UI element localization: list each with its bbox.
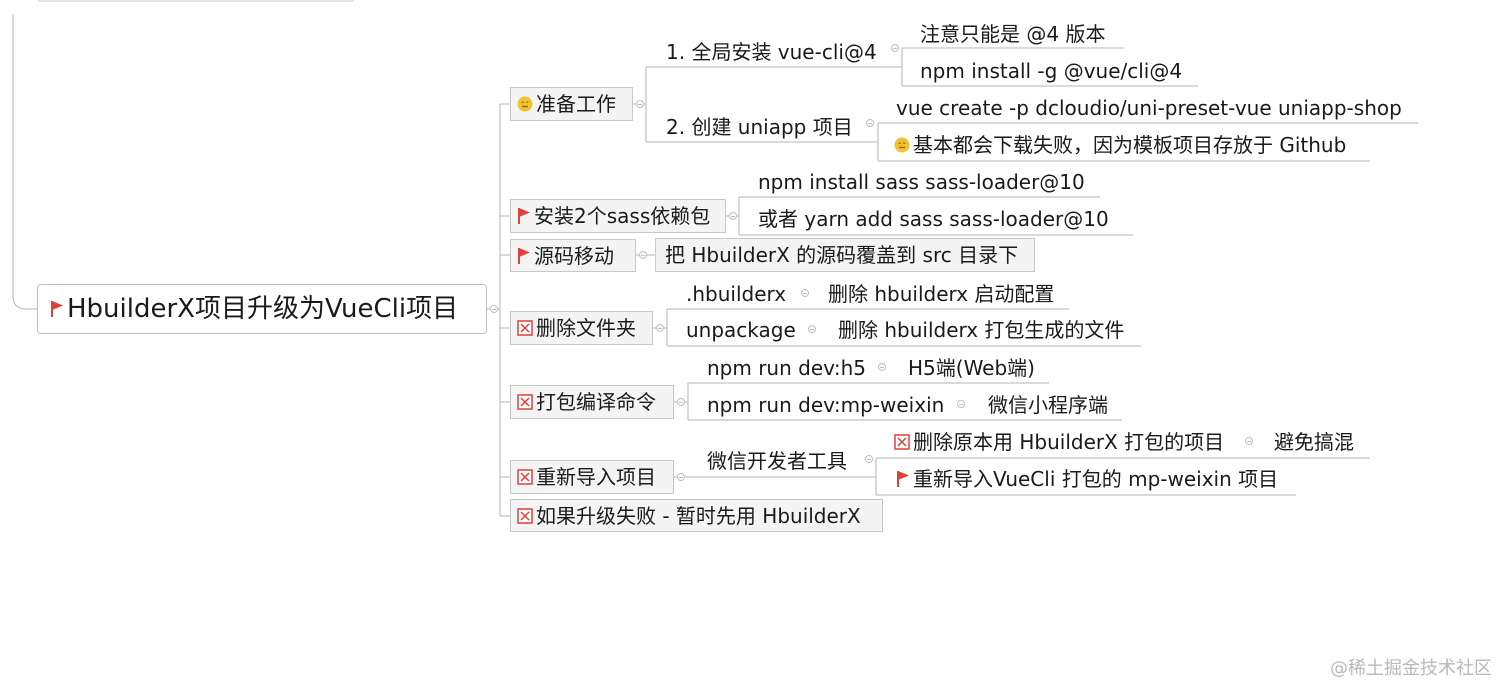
subtopic[interactable]: 1. 全局安装 vue-cli@4 [662, 38, 881, 66]
subtopic-label: 删除原本用 HbuilderX 打包的项目 [913, 430, 1225, 454]
collapse-toggle[interactable] [677, 473, 685, 481]
subtopic-label: 注意只能是 @4 版本 [920, 22, 1106, 46]
topic-fallback[interactable]: 如果升级失败 - 暂时先用 HbuilderX [510, 499, 883, 532]
collapse-toggle[interactable] [801, 289, 809, 297]
collapse-toggle[interactable] [729, 212, 737, 220]
subtopic-label: npm install sass sass-loader@10 [758, 170, 1085, 194]
collapse-toggle[interactable] [639, 251, 647, 259]
subtopic[interactable]: 删除原本用 HbuilderX 打包的项目 [890, 428, 1228, 456]
collapse-toggle[interactable] [1245, 437, 1253, 445]
subtopic-label: 2. 创建 uniapp 项目 [666, 115, 853, 139]
topic-build-commands[interactable]: 打包编译命令 [510, 385, 674, 419]
topic-label: 重新导入项目 [536, 465, 656, 489]
subtopic-label: unpackage [686, 318, 796, 342]
subtopic-label: 删除 hbuilderx 启动配置 [828, 282, 1055, 306]
cross-box-icon [517, 507, 533, 524]
topic-label: 打包编译命令 [536, 390, 656, 414]
subtopic[interactable]: 避免搞混 [1270, 428, 1358, 456]
subtopic[interactable]: npm run dev:mp-weixin [703, 391, 948, 419]
subtopic-label: npm run dev:h5 [707, 356, 867, 380]
flag-icon [897, 471, 909, 487]
subtopic-label: 基本都会下载失败，因为模板项目存放于 Github [913, 133, 1347, 157]
subtopic-label: 微信开发者工具 [707, 449, 847, 473]
topic-label: 源码移动 [534, 243, 614, 268]
topic-delete-folders[interactable]: 删除文件夹 [510, 311, 653, 345]
watermark: @稀土掘金技术社区 [1330, 658, 1492, 679]
collapse-toggle[interactable] [808, 325, 816, 333]
subtopic[interactable]: 删除 hbuilderx 启动配置 [824, 280, 1058, 308]
subtopic-label: H5端(Web端) [908, 356, 1035, 380]
cross-box-icon [517, 469, 533, 485]
subtopic[interactable]: 删除 hbuilderx 打包生成的文件 [834, 316, 1128, 344]
smiley-face-icon [517, 96, 533, 112]
subtopic-label: vue create -p dcloudio/uni-preset-vue un… [896, 96, 1402, 120]
topic-prep[interactable]: 准备工作 [510, 87, 633, 121]
subtopic[interactable]: 或者 yarn add sass sass-loader@10 [754, 205, 1113, 233]
topic-reimport[interactable]: 重新导入项目 [510, 460, 674, 494]
subtopic-label: 删除 hbuilderx 打包生成的文件 [838, 318, 1125, 342]
collapse-toggle[interactable] [656, 324, 664, 332]
subtopic[interactable]: 微信开发者工具 [703, 447, 851, 475]
subtopic-label: npm run dev:mp-weixin [707, 393, 945, 417]
subtopic[interactable]: npm run dev:h5 [703, 354, 870, 382]
cross-box-icon [517, 320, 533, 336]
flag-icon [518, 208, 530, 224]
cross-box-icon [894, 434, 910, 450]
flag-icon [51, 301, 63, 317]
subtopic-label: .hbuilderx [686, 282, 787, 306]
subtopic[interactable]: npm install sass sass-loader@10 [754, 168, 1089, 196]
topic-label: 安装2个sass依赖包 [534, 204, 711, 228]
subtopic[interactable]: 注意只能是 @4 版本 [916, 20, 1109, 48]
subtopic-label: 重新导入VueCli 打包的 mp-weixin 项目 [913, 467, 1279, 491]
subtopic[interactable]: 基本都会下载失败，因为模板项目存放于 Github [890, 131, 1350, 159]
topic-move-source[interactable]: 源码移动 [510, 239, 636, 272]
root-topic[interactable]: HbuilderX项目升级为VueCli项目 [37, 284, 487, 334]
subtopic-label: 或者 yarn add sass sass-loader@10 [758, 207, 1109, 231]
smiley-face-icon [894, 137, 910, 153]
subtopic[interactable]: .hbuilderx [682, 280, 790, 308]
collapse-toggle[interactable] [636, 100, 644, 108]
subtopic-label: 微信小程序端 [988, 393, 1108, 417]
flag-icon [518, 247, 530, 264]
topic-sass[interactable]: 安装2个sass依赖包 [510, 199, 726, 233]
collapse-toggle[interactable] [891, 44, 899, 52]
cross-box-icon [517, 394, 533, 410]
subtopic[interactable]: 微信小程序端 [984, 391, 1112, 419]
topic-label: 如果升级失败 - 暂时先用 HbuilderX [536, 503, 861, 528]
subtopic[interactable]: npm install -g @vue/cli@4 [916, 57, 1186, 85]
subtopic-label: npm install -g @vue/cli@4 [920, 59, 1183, 83]
root-label: HbuilderX项目升级为VueCli项目 [67, 294, 459, 324]
collapse-toggle[interactable] [677, 398, 685, 406]
subtopic[interactable]: H5端(Web端) [904, 354, 1039, 382]
subtopic[interactable]: vue create -p dcloudio/uni-preset-vue un… [892, 94, 1406, 122]
subtopic-label: 1. 全局安装 vue-cli@4 [666, 40, 877, 64]
subtopic-label: 避免搞混 [1274, 430, 1354, 454]
collapse-toggle[interactable] [490, 305, 498, 313]
subtopic[interactable]: unpackage [682, 316, 800, 344]
subtopic-label: 把 HbuilderX 的源码覆盖到 src 目录下 [665, 243, 1019, 267]
collapse-toggle[interactable] [957, 400, 965, 408]
subtopic[interactable]: 把 HbuilderX 的源码覆盖到 src 目录下 [655, 238, 1035, 272]
subtopic[interactable]: 2. 创建 uniapp 项目 [662, 113, 857, 141]
subtopic[interactable]: 重新导入VueCli 打包的 mp-weixin 项目 [892, 465, 1282, 493]
topic-label: 准备工作 [536, 92, 616, 116]
collapse-toggle[interactable] [865, 455, 873, 463]
topic-label: 删除文件夹 [536, 316, 636, 340]
collapse-toggle[interactable] [878, 363, 886, 371]
collapse-toggle[interactable] [866, 119, 874, 127]
